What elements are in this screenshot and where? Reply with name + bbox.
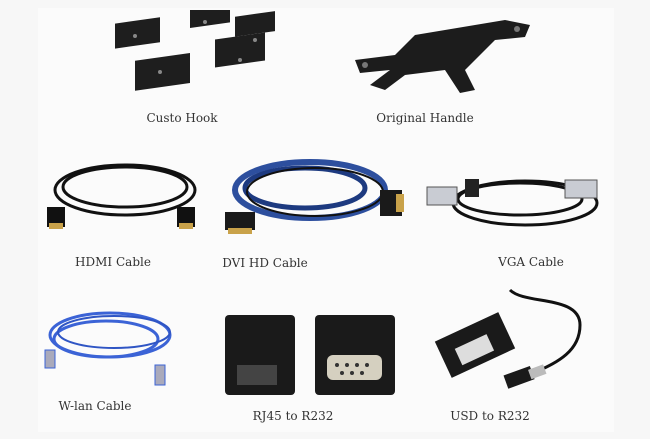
custom-hook-image: [115, 10, 275, 91]
hdmi-cable-image: [47, 163, 197, 229]
product-label-dvi-hd-cable: DVI HD Cable: [222, 256, 308, 270]
product-label-vga-cable: VGA Cable: [498, 255, 564, 269]
rj45-to-r232-image: [225, 315, 395, 395]
product-label-rj45-to-r232: RJ45 to R232: [252, 409, 334, 423]
wlan-cable-image: [44, 311, 172, 386]
product-label-hdmi-cable: HDMI Cable: [75, 255, 151, 269]
usb-to-r232-image: [434, 288, 582, 389]
dvi-cable-image: [225, 159, 404, 234]
original-handle-image: [355, 20, 530, 93]
product-label-usd-to-r232: USD to R232: [450, 409, 530, 423]
product-label-w-lan-cable: W-lan Cable: [58, 399, 132, 413]
vga-cable-image: [426, 179, 599, 227]
product-label-original-handle: Original Handle: [376, 111, 474, 125]
product-label-custo-hook: Custo Hook: [146, 111, 218, 125]
